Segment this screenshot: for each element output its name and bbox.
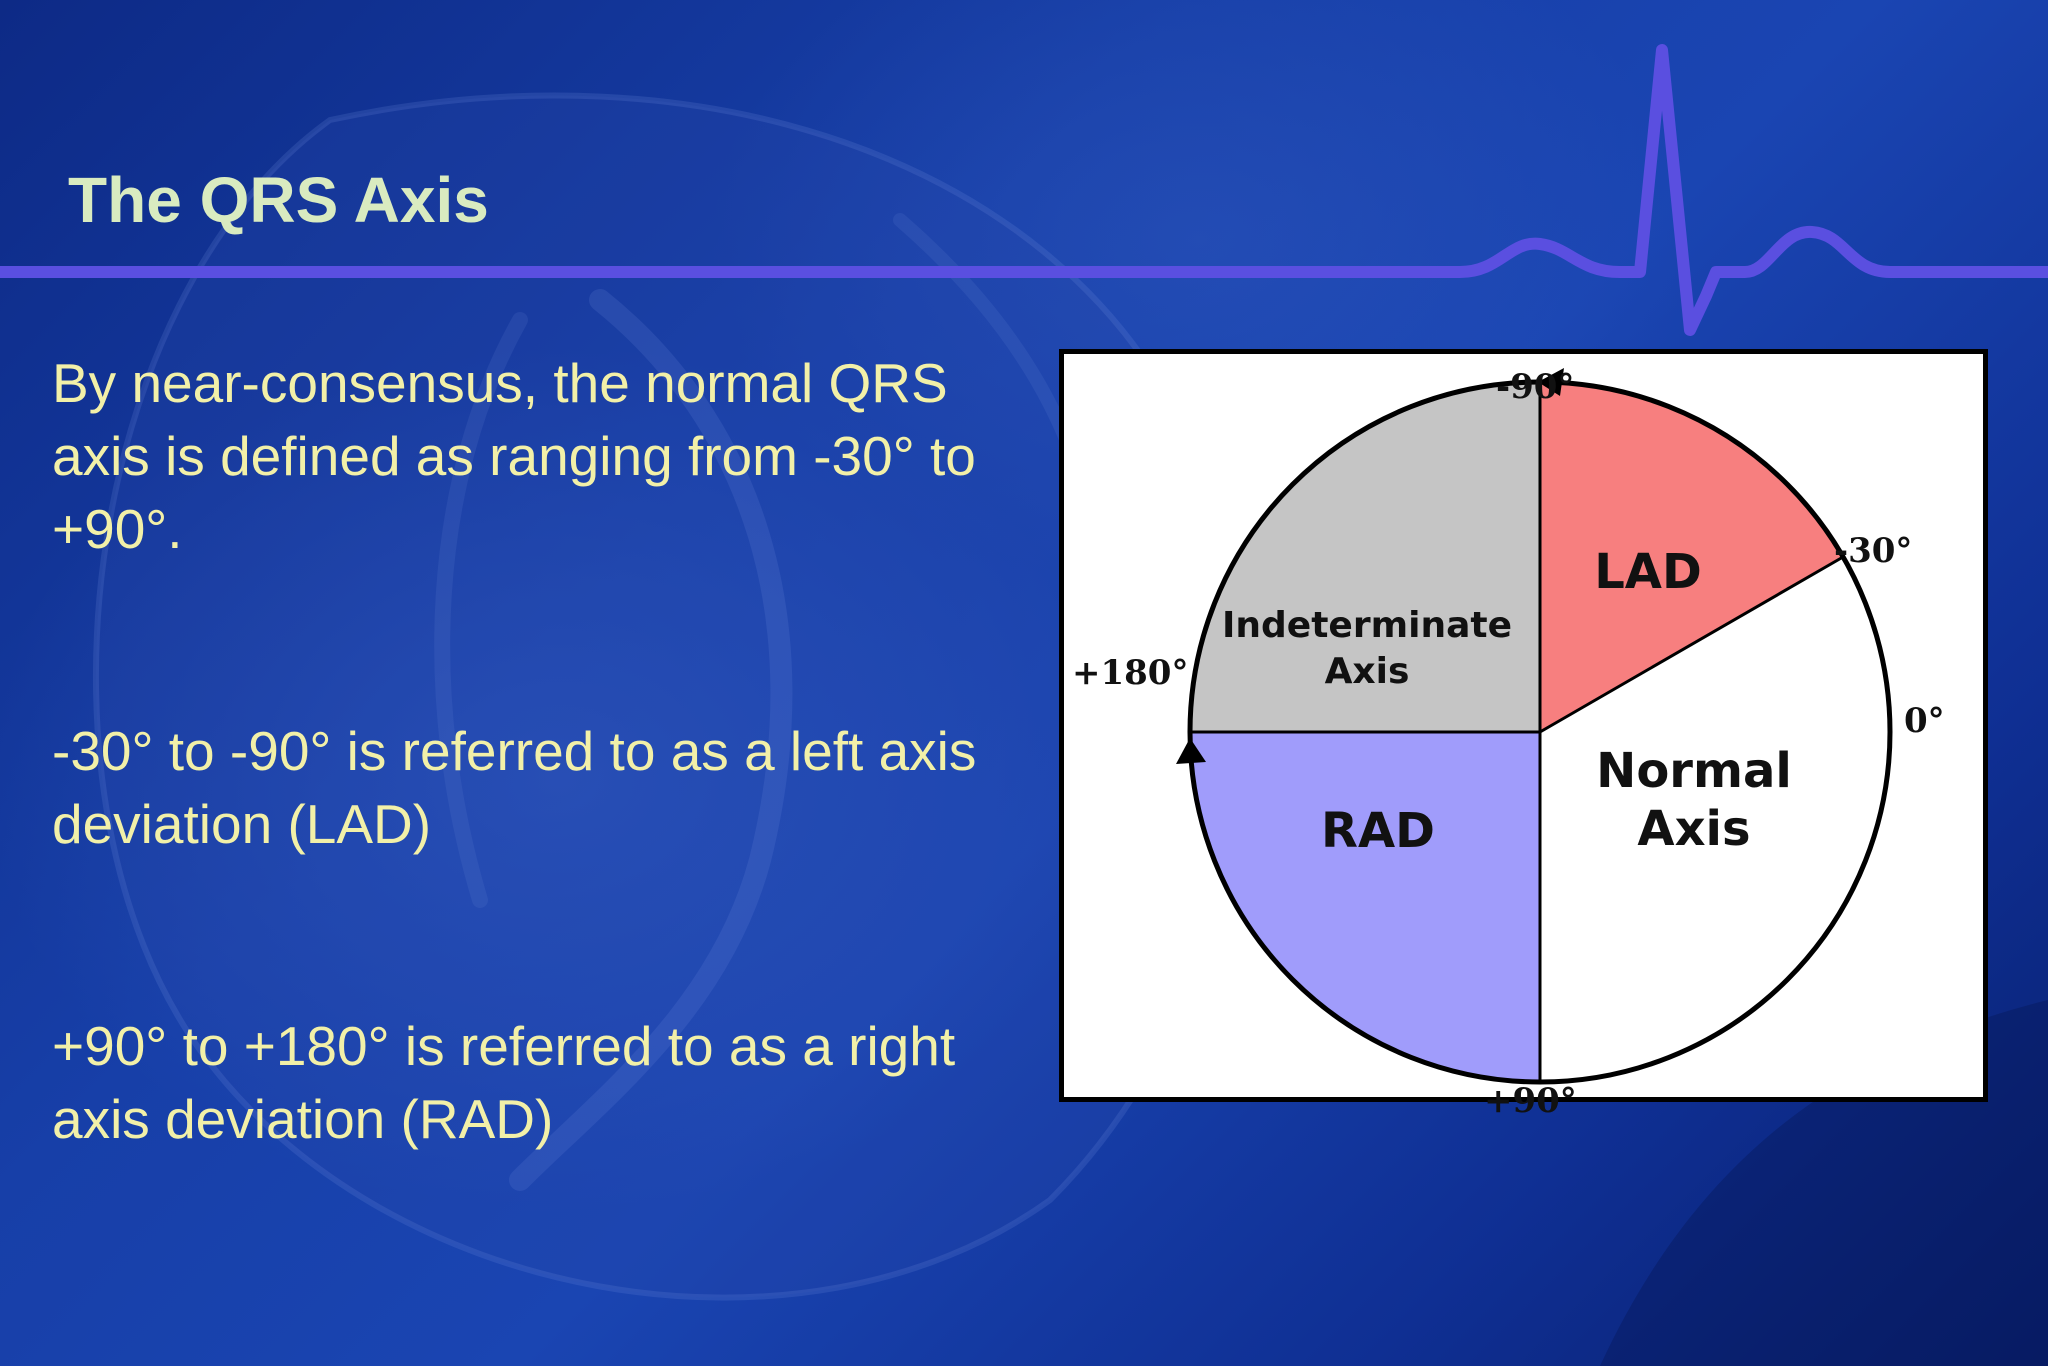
rad-sector	[1190, 732, 1540, 1082]
zone-label-normal-2: Axis	[1637, 801, 1750, 857]
zone-label-normal-1: Normal	[1596, 743, 1792, 799]
angle-label-minus30: -30°	[1834, 531, 1912, 571]
ecg-divider-line	[0, 44, 2048, 336]
zone-label-lad: LAD	[1594, 544, 1702, 600]
angle-label-plus90: +90°	[1484, 1081, 1577, 1121]
arrowhead-left-icon	[1176, 738, 1206, 764]
normal-axis-definition: By near-consensus, the normal QRS axis i…	[52, 352, 976, 560]
indeterminate-sector	[1190, 382, 1540, 732]
zone-label-rad: RAD	[1321, 803, 1435, 859]
rad-definition: +90° to +180° is referred to as a right …	[52, 1015, 956, 1150]
angle-label-0: 0°	[1904, 701, 1945, 741]
qrs-axis-diagram: -90° -30° 0° +180° +90° LAD Indeterminat…	[1059, 349, 1988, 1121]
angle-label-plus180: +180°	[1072, 653, 1188, 693]
slide-title: The QRS Axis	[68, 164, 489, 236]
zone-label-indeterminate-1: Indeterminate	[1222, 605, 1512, 646]
angle-label-minus90: -90°	[1496, 367, 1574, 407]
zone-label-indeterminate-2: Axis	[1325, 651, 1410, 692]
normal-sector	[1540, 557, 1890, 1082]
minus30-divider	[1539, 555, 1844, 734]
lad-definition: -30° to -90° is referred to as a left ax…	[52, 720, 977, 855]
lad-sector	[1540, 382, 1843, 732]
arrowhead-top-icon	[1538, 368, 1564, 396]
